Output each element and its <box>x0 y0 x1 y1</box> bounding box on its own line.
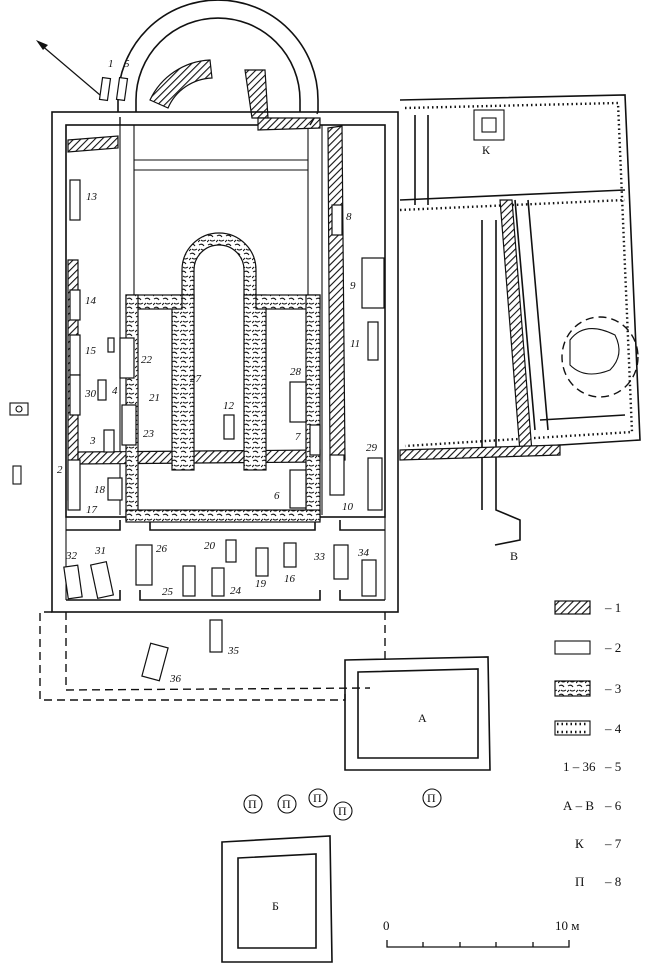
scale-end-label: 10 м <box>555 918 579 933</box>
legend-rubble-wall-swatch <box>554 680 591 697</box>
pillar-label: П <box>338 804 347 818</box>
grave-label: 28 <box>290 366 302 378</box>
grave-label: 21 <box>149 392 160 404</box>
legend-symbol: К <box>575 836 584 851</box>
grave-label: 13 <box>86 191 98 203</box>
legend-label: – 6 <box>604 798 622 813</box>
grave-label: 8 <box>346 211 352 223</box>
grave-label: 14 <box>85 295 97 307</box>
structure-a: А <box>344 656 491 771</box>
pillar-label: П <box>248 797 257 811</box>
north-arrow-icon <box>36 40 101 96</box>
grave-label: 12 <box>223 400 235 412</box>
legend-symbol: П <box>575 874 584 889</box>
structure-a-label: А <box>418 711 427 725</box>
legend-hatched-wall-swatch <box>554 600 591 615</box>
scale-bar: 0 10 м <box>383 918 579 948</box>
pillar-markers: П П П П П <box>243 788 442 821</box>
main-apse <box>117 0 319 119</box>
pillar-label: П <box>427 791 436 805</box>
grave-label: 30 <box>84 388 97 400</box>
grave-label: 31 <box>94 545 106 557</box>
legend-label: – 3 <box>604 681 621 696</box>
grave-label: 32 <box>65 550 78 562</box>
structure-b: Б <box>221 835 333 963</box>
legend-label: – 7 <box>604 836 622 851</box>
pillar-label: П <box>313 791 322 805</box>
grave-label: 24 <box>230 585 242 597</box>
grave-label: 36 <box>169 673 182 685</box>
grave-label: 6 <box>274 490 280 502</box>
scale-start-label: 0 <box>383 918 390 933</box>
grave-label: 10 <box>342 501 354 513</box>
structure-b-label: Б <box>272 899 279 913</box>
grave-label: 17 <box>86 504 98 516</box>
grave-label: 20 <box>204 540 216 552</box>
grave-labels: 1 2 3 4 5 6 7 8 9 10 11 12 13 14 15 16 1… <box>57 58 378 685</box>
grave-label: 22 <box>141 354 153 366</box>
grave-label: 7 <box>295 431 301 443</box>
legend-label: – 1 <box>604 600 621 615</box>
inner-church <box>125 232 321 523</box>
right-annex <box>399 94 641 546</box>
outside-marker <box>9 402 29 416</box>
grave-label: 34 <box>357 547 370 559</box>
structure-k-label: К <box>482 143 491 157</box>
grave-label: 2 <box>57 464 63 476</box>
structure-v-label: В <box>510 549 518 563</box>
grave-label: 15 <box>85 345 97 357</box>
grave-label: 35 <box>227 645 240 657</box>
legend-label: – 5 <box>604 759 621 774</box>
legend-label: – 4 <box>604 721 622 736</box>
legend-symbol: А – В <box>563 798 594 813</box>
legend-plain-wall-swatch <box>554 640 591 655</box>
grave-label: 27 <box>190 373 202 385</box>
grave-label: 18 <box>94 484 106 496</box>
legend-label: – 8 <box>604 874 621 889</box>
grave-label: 9 <box>350 280 356 292</box>
grave-label: 23 <box>143 428 155 440</box>
legend-symbol: 1 – 36 <box>563 759 596 774</box>
legend-dotted-wall-swatch <box>554 720 591 736</box>
grave-label: 11 <box>350 338 360 350</box>
grave-label: 33 <box>313 551 326 563</box>
grave-label: 4 <box>112 385 118 397</box>
grave-label: 5 <box>124 58 130 70</box>
grave-label: 19 <box>255 578 267 590</box>
grave-label: 25 <box>162 586 174 598</box>
grave-label: 1 <box>108 58 114 70</box>
grave-label: 16 <box>284 573 296 585</box>
grave-label: 3 <box>89 435 96 447</box>
main-building-walls <box>51 111 399 613</box>
grave-label: 29 <box>366 442 378 454</box>
legend: – 1 – 2 – 3 – 4 1 – 36 – 5 А – В – 6 К –… <box>554 600 622 889</box>
outside-marker <box>12 465 22 485</box>
graves <box>63 76 385 682</box>
grave-label: 26 <box>156 543 168 555</box>
pillar-label: П <box>282 797 291 811</box>
legend-label: – 2 <box>604 640 621 655</box>
